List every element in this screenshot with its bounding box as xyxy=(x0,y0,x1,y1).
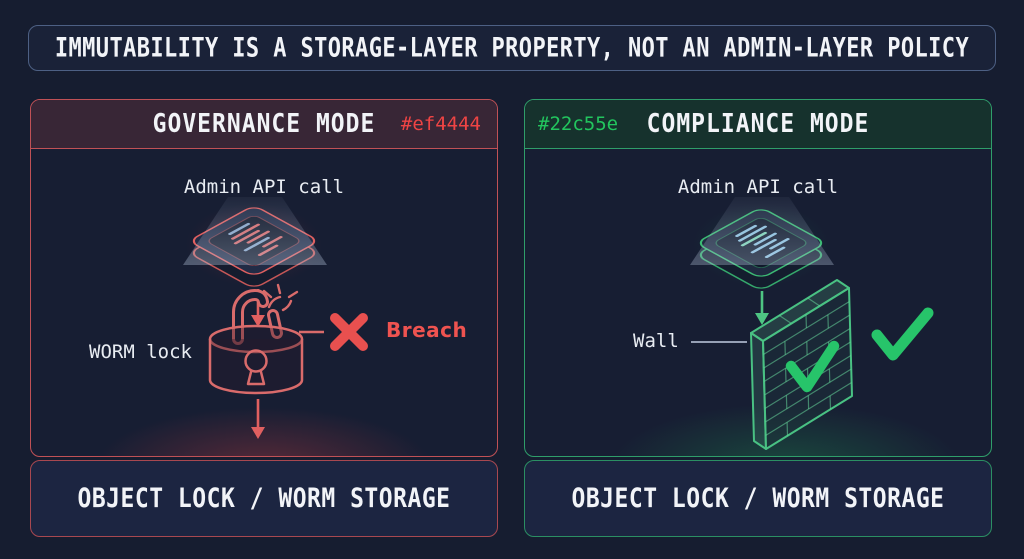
light-beam xyxy=(690,197,834,265)
banner: IMMUTABILITY IS A STORAGE-LAYER PROPERTY… xyxy=(28,25,996,71)
brick-joints xyxy=(779,297,832,436)
brick-wall-icon xyxy=(750,279,853,450)
compliance-footer-label: OBJECT LOCK / WORM STORAGE xyxy=(571,483,945,514)
governance-diagram xyxy=(183,197,368,439)
spark-marks xyxy=(262,283,299,312)
broken-padlock-icon xyxy=(208,283,304,395)
check-mark-on-wall-icon xyxy=(785,340,840,393)
governance-panel-title: GOVERNANCE MODE xyxy=(152,109,376,139)
governance-hex-code: #ef4444 xyxy=(400,113,481,135)
wall-label: Wall xyxy=(633,330,679,352)
governance-footer: OBJECT LOCK / WORM STORAGE xyxy=(30,460,498,537)
admin-api-call-label: Admin API call xyxy=(677,176,839,198)
banner-title: IMMUTABILITY IS A STORAGE-LAYER PROPERTY… xyxy=(54,32,970,64)
compliance-panel-title: COMPLIANCE MODE xyxy=(646,109,870,139)
arrow-down-icon xyxy=(755,291,769,325)
light-beam xyxy=(183,197,327,265)
admin-api-call-label: Admin API call xyxy=(183,176,345,198)
breach-label: Breach xyxy=(386,318,468,342)
compliance-panel-body: Admin API call Wall xyxy=(525,149,991,456)
check-mark-icon xyxy=(871,307,934,361)
compliance-panel: #22c55e COMPLIANCE MODE xyxy=(524,99,992,457)
x-mark-icon xyxy=(330,313,368,351)
compliance-diagram xyxy=(690,197,934,450)
governance-panel: GOVERNANCE MODE #ef4444 xyxy=(30,99,498,457)
governance-panel-body: Admin API call WORM lock Breach xyxy=(31,149,497,456)
compliance-footer: OBJECT LOCK / WORM STORAGE xyxy=(524,460,992,537)
compliance-hex-code: #22c55e xyxy=(538,113,619,135)
arrow-bottom-icon xyxy=(251,399,265,439)
governance-panel-header: GOVERNANCE MODE #ef4444 xyxy=(31,100,497,149)
worm-lock-label: WORM lock xyxy=(89,341,192,363)
governance-footer-label: OBJECT LOCK / WORM STORAGE xyxy=(77,483,451,514)
compliance-panel-header: #22c55e COMPLIANCE MODE xyxy=(525,100,991,149)
